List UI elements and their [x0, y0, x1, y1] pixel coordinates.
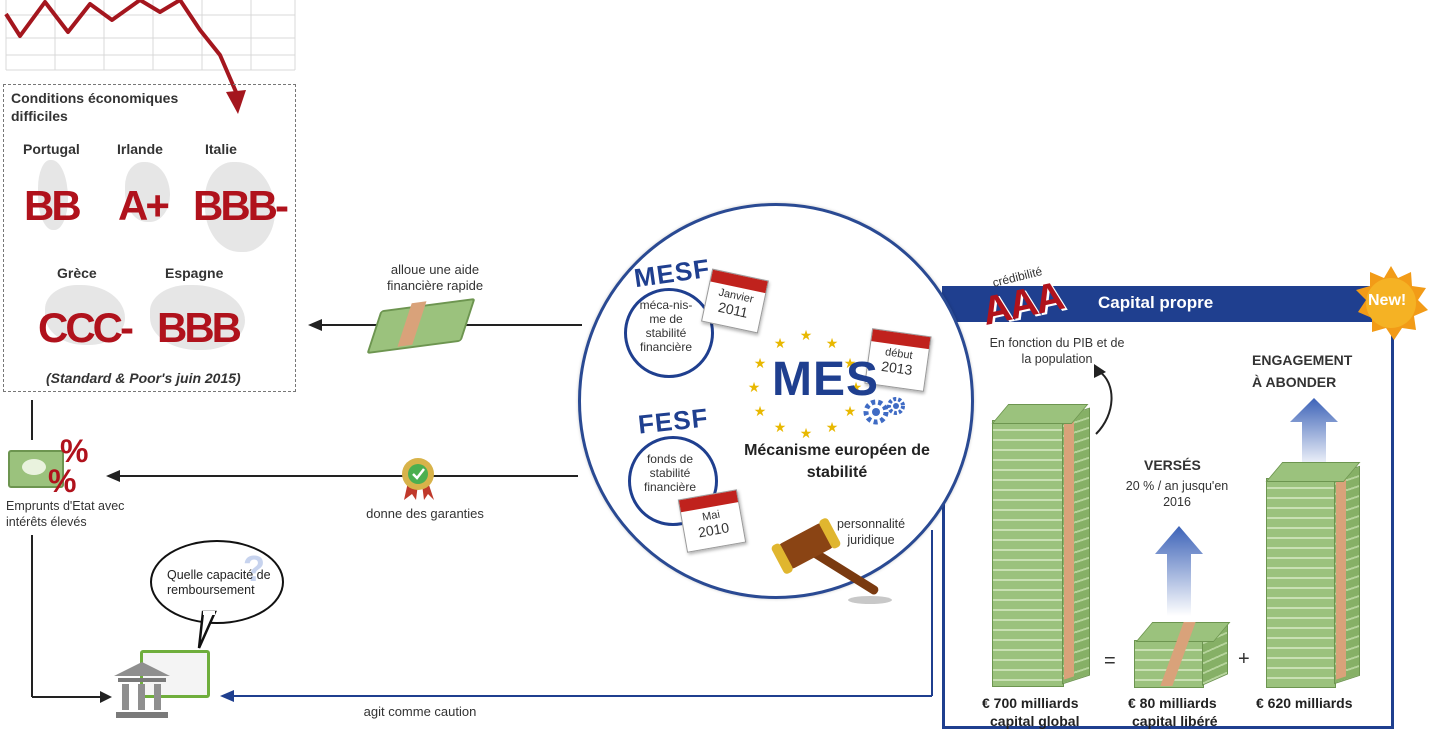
- legal-label: personnalité juridique: [836, 517, 906, 547]
- svg-text:★: ★: [754, 356, 767, 372]
- svg-text:★: ★: [800, 426, 813, 442]
- bubble-question-mark: ?: [243, 548, 265, 589]
- stack-700-top: [991, 404, 1089, 424]
- mesf-circle: [624, 288, 714, 378]
- map-ireland: [125, 162, 170, 222]
- verses-label: VERSÉS: [1144, 457, 1201, 473]
- country-italy: Italie: [205, 141, 237, 157]
- question-bubble: [150, 540, 284, 624]
- loans-label: Emprunts d'Etat avec intérêts élevés: [6, 499, 125, 529]
- mes-name: Mécanisme européen de stabilité: [744, 442, 930, 481]
- caution-label: agit comme caution: [363, 704, 477, 719]
- capital-title: Capital propre: [1098, 293, 1214, 312]
- bubble-tail: [197, 610, 217, 649]
- pib-arrow: [1094, 364, 1113, 435]
- svg-text:★: ★: [754, 404, 767, 420]
- gears-icon: [863, 397, 905, 425]
- aid-label: alloue une aide financière rapide: [386, 262, 484, 293]
- country-ireland: Irlande: [117, 141, 163, 157]
- equals-sign: =: [1104, 650, 1116, 672]
- new-badge-icon: [1356, 266, 1428, 340]
- mesf-calendar: Janvier 2011: [701, 268, 769, 334]
- fesf-desc: fonds de stabilité financière: [643, 452, 697, 494]
- new-badge-text: New!: [1368, 292, 1407, 309]
- eu-stars-icon: ★ ★ ★ ★ ★ ★ ★ ★ ★ ★ ★ ★: [748, 328, 863, 442]
- rating-portugal: BB: [24, 182, 82, 229]
- percent-top: %: [60, 433, 89, 469]
- amount-700-sub: capital global: [990, 713, 1080, 729]
- percent-bottom: %: [48, 463, 77, 499]
- map-portugal: [38, 160, 68, 230]
- stack-700-band: [1064, 406, 1074, 680]
- svg-text:★: ★: [826, 420, 839, 436]
- fesf-calendar: Mai 2010: [677, 489, 747, 553]
- mesf-desc: méca-nis-me de stabilité financière: [639, 298, 693, 354]
- svg-text:★: ★: [826, 336, 839, 352]
- conditions-title: Conditions économiques difficiles: [11, 90, 179, 124]
- rating-italy: BBB-: [193, 182, 289, 229]
- percent-icon: % %: [48, 433, 89, 497]
- svg-text:★: ★: [800, 328, 813, 344]
- capital-header: [942, 286, 1391, 322]
- loans-icon-center: [22, 459, 46, 475]
- svg-text:★: ★: [774, 420, 787, 436]
- conditions-box: [3, 84, 296, 392]
- stack-700: [992, 420, 1064, 687]
- guarantees-label: donne des garanties: [366, 506, 484, 521]
- amount-80: € 80 milliards: [1128, 695, 1217, 711]
- map-spain: [150, 285, 245, 350]
- guarantee-seal-icon: [402, 458, 434, 500]
- conditions-source: (Standard & Poor's juin 2015): [46, 370, 241, 386]
- amount-80-sub: capital libéré: [1132, 713, 1218, 729]
- plus-sign: +: [1238, 648, 1250, 670]
- pib-label: En fonction du PIB et de la population: [989, 336, 1125, 366]
- country-spain: Espagne: [165, 265, 224, 281]
- svg-text:★: ★: [844, 404, 857, 420]
- amount-620: € 620 milliards: [1256, 695, 1353, 711]
- verses-sub: 20 % / an jusqu'en 2016: [1125, 479, 1229, 509]
- stack-620: [1266, 478, 1336, 688]
- stack-620-band: [1336, 464, 1346, 680]
- engagement-label: ENGAGEMENT À ABONDER: [1252, 352, 1353, 390]
- verses-arrow: [1155, 526, 1203, 616]
- svg-text:★: ★: [844, 356, 857, 372]
- svg-text:★: ★: [850, 380, 863, 396]
- mes-circle: [578, 203, 974, 599]
- map-italy: [205, 162, 275, 252]
- question-text: Quelle capacité de remboursement: [167, 568, 271, 597]
- amount-700: € 700 milliards: [982, 695, 1079, 711]
- bank-icon: [114, 662, 170, 718]
- map-greece: [45, 285, 125, 345]
- rating-greece: CCC-: [38, 304, 134, 351]
- country-portugal: Portugal: [23, 141, 80, 157]
- engagement-arrow: [1290, 398, 1338, 470]
- svg-text:★: ★: [748, 380, 761, 396]
- gavel-icon: [771, 518, 892, 604]
- mes-abbr: MES: [772, 353, 880, 406]
- svg-text:★: ★: [774, 336, 787, 352]
- country-greece: Grèce: [57, 265, 97, 281]
- rating-ireland: A+: [118, 182, 170, 229]
- decline-chart: [4, 0, 296, 114]
- rating-spain: BBB: [157, 304, 242, 351]
